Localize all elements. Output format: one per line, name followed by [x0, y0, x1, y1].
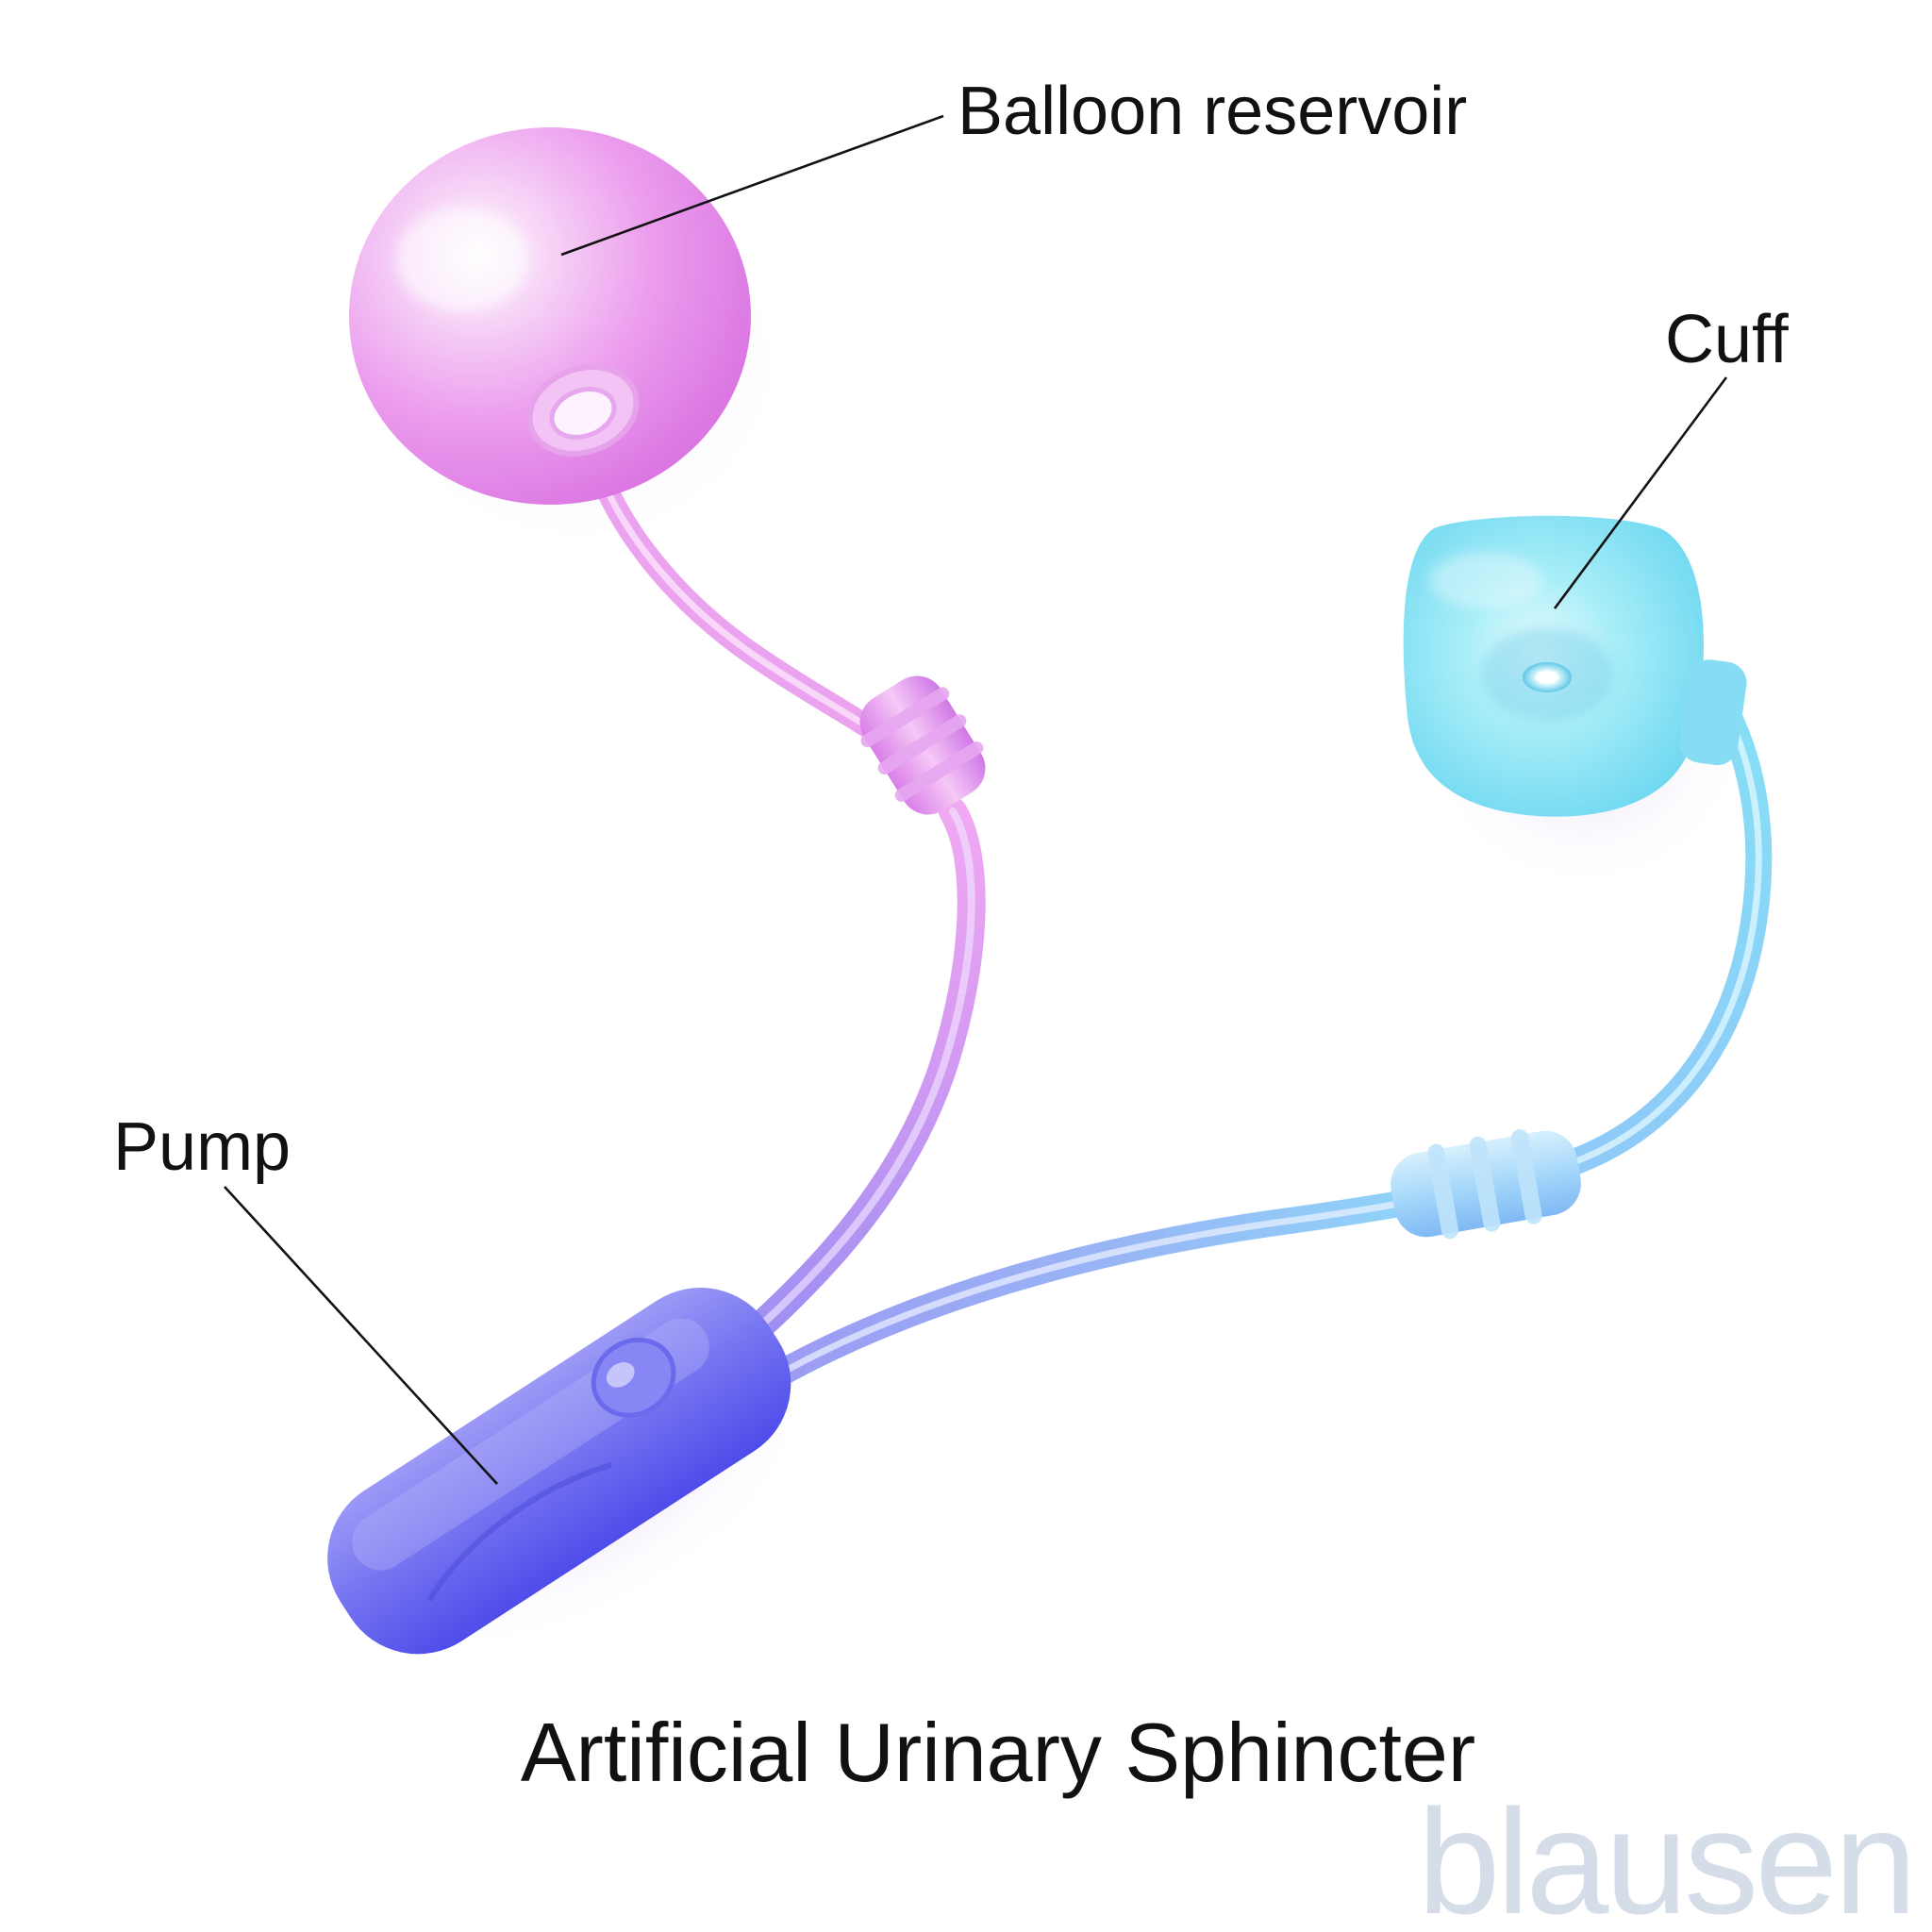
blue-connector: [1391, 1128, 1581, 1240]
pump-label: Pump: [113, 1109, 291, 1185]
blausen-watermark: blausen: [1418, 1779, 1913, 1932]
pump-leader-line: [224, 1186, 498, 1485]
balloon-leader-line: [560, 114, 944, 257]
diagram-title: Artificial Urinary Sphincter: [521, 1706, 1475, 1799]
cuff-label: Cuff: [1665, 302, 1790, 377]
cuff-leader-line: [1553, 376, 1728, 609]
pink-connector: [859, 675, 986, 815]
balloon-label: Balloon reservoir: [958, 74, 1467, 149]
balloon-reservoir: [349, 127, 751, 505]
pump: [327, 1288, 791, 1655]
cuff: [1403, 515, 1747, 817]
